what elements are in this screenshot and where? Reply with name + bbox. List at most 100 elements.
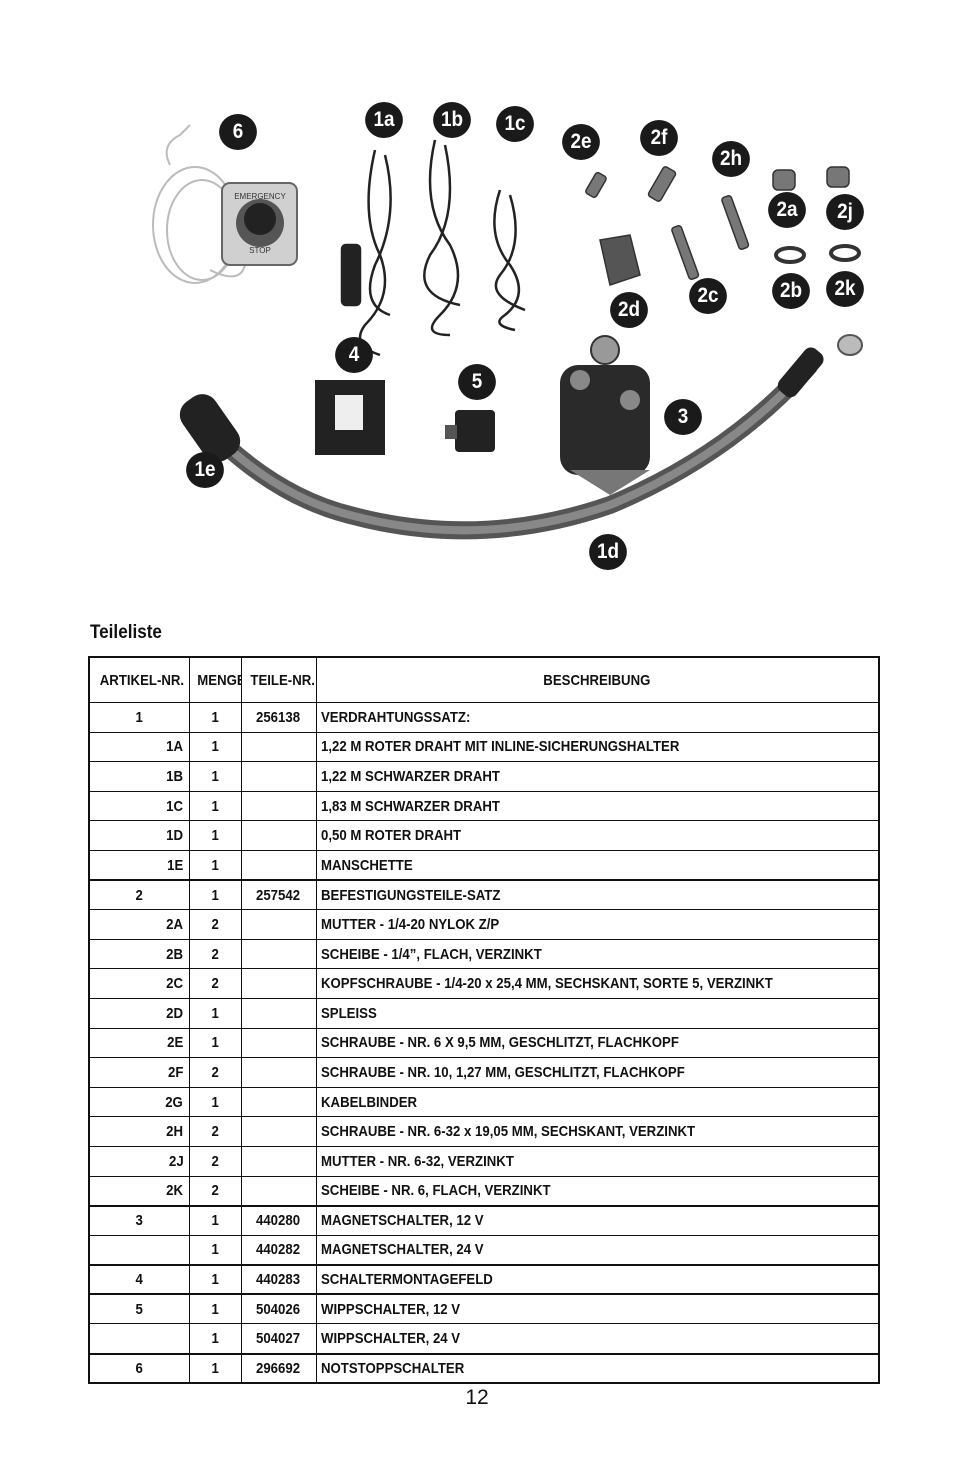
cell-item-no: 2D [88, 997, 190, 1029]
callout-2e: 2e [562, 124, 600, 160]
cell-item-no [88, 1323, 190, 1355]
cell-item-no: 6 [88, 1352, 190, 1384]
callout-1c: 1c [496, 106, 534, 142]
callout-2c: 2c [689, 278, 727, 314]
cell-part-no: 256138 [240, 702, 317, 733]
cell-qty: 1 [188, 997, 242, 1029]
cell-part-no: 257542 [240, 879, 317, 911]
callout-1d: 1d [589, 534, 627, 570]
cell-item-no: 2A [88, 909, 190, 940]
callout-1a: 1a [365, 102, 403, 138]
cell-item-no: 1E [88, 849, 190, 881]
cell-description: VERDRAHTUNGSSATZ: [315, 702, 880, 733]
header-part-no: TEILE-NR. [240, 656, 317, 703]
cell-description: KABELBINDER [315, 1086, 880, 1118]
cell-description: 1,22 M ROTER DRAHT MIT INLINE-SICHERUNGS… [315, 731, 880, 763]
cell-part-no [240, 820, 317, 851]
callout-2k: 2k [826, 271, 864, 307]
cell-qty: 1 [188, 790, 242, 822]
cell-description: WIPPSCHALTER, 12 V [315, 1293, 880, 1325]
callout-2h: 2h [712, 141, 750, 177]
cell-description: MUTTER - NR. 6-32, VERZINKT [315, 1145, 880, 1177]
cell-description: SCHEIBE - 1/4”, FLACH, VERZINKT [315, 938, 880, 970]
cell-qty: 1 [188, 1234, 242, 1266]
cell-part-no [240, 997, 317, 1029]
callout-4: 4 [335, 337, 373, 373]
cell-item-no: 1 [88, 702, 190, 733]
cell-qty: 1 [188, 849, 242, 881]
cell-qty: 1 [188, 1323, 242, 1355]
cell-item-no: 1D [88, 820, 190, 851]
cell-qty: 2 [188, 909, 242, 940]
cell-description: MAGNETSCHALTER, 12 V [315, 1204, 880, 1236]
cell-qty: 1 [188, 1086, 242, 1118]
cell-qty: 1 [188, 1263, 242, 1295]
cell-description: NOTSTOPPSCHALTER [315, 1352, 880, 1384]
cell-part-no [240, 1057, 317, 1088]
cell-item-no: 2C [88, 968, 190, 999]
mounting-panel [315, 380, 385, 455]
parts-table: ARTIKEL-NR. MENGE TEILE-NR. BESCHREIBUNG… [88, 656, 880, 1385]
solenoid [560, 335, 650, 495]
cell-item-no: 4 [88, 1263, 190, 1295]
cell-part-no [240, 1145, 317, 1177]
wire-harnesses [340, 139, 526, 357]
cell-description: MAGNETSCHALTER, 24 V [315, 1234, 880, 1266]
cell-item-no: 2G [88, 1086, 190, 1118]
cell-description: BEFESTIGUNGSTEILE-SATZ [315, 879, 880, 911]
cell-description: SCHALTERMONTAGEFELD [315, 1263, 880, 1295]
red-cable [179, 334, 863, 540]
cell-description: MANSCHETTE [315, 849, 880, 881]
cell-qty: 1 [188, 1204, 242, 1236]
cell-description: 1,22 M SCHWARZER DRAHT [315, 761, 880, 792]
callout-2d: 2d [610, 292, 648, 328]
callout-1b: 1b [433, 102, 471, 138]
cell-description: SPLEISS [315, 997, 880, 1029]
callout-2a: 2a [768, 192, 806, 228]
cell-description: SCHEIBE - NR. 6, FLACH, VERZINKT [315, 1175, 880, 1207]
header-description: BESCHREIBUNG [315, 656, 880, 703]
cell-qty: 1 [188, 702, 242, 733]
parts-photo: EMERGENCY STOP [150, 95, 870, 585]
cell-item-no [88, 1234, 190, 1266]
callout-1e: 1e [186, 452, 224, 488]
header-item-no: ARTIKEL-NR. [88, 656, 190, 703]
cell-qty: 1 [188, 879, 242, 911]
callout-2f: 2f [640, 120, 678, 156]
hardware [585, 166, 861, 286]
cell-item-no: 1A [88, 731, 190, 763]
cell-description: KOPFSCHRAUBE - 1/4-20 x 25,4 MM, SECHSKA… [315, 968, 880, 999]
section-title: Teileliste [90, 622, 162, 643]
cell-qty: 1 [188, 1027, 242, 1059]
cell-description: 0,50 M ROTER DRAHT [315, 820, 880, 851]
cell-part-no [240, 938, 317, 970]
cell-part-no: 440283 [240, 1263, 317, 1295]
cell-part-no: 504027 [240, 1323, 317, 1355]
cell-item-no: 1C [88, 790, 190, 822]
cell-item-no: 2F [88, 1057, 190, 1088]
cell-qty: 2 [188, 968, 242, 999]
cell-description: MUTTER - 1/4-20 NYLOK Z/P [315, 909, 880, 940]
cell-item-no: 3 [88, 1204, 190, 1236]
cell-part-no [240, 1027, 317, 1059]
table-header-row: ARTIKEL-NR. MENGE TEILE-NR. BESCHREIBUNG [88, 656, 880, 703]
